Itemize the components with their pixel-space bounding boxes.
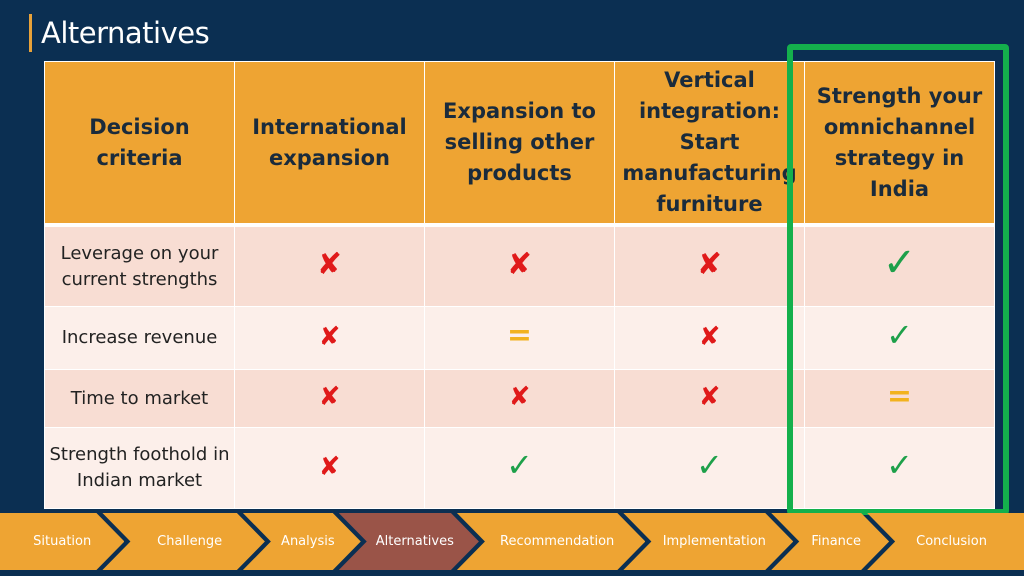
mark-cell: ✘	[234, 224, 425, 307]
header-omnichannel-strategy: Strength your omnichannel strategy in In…	[804, 61, 995, 227]
mark-cell: ✓	[804, 427, 995, 509]
cross-icon: ✘	[506, 246, 533, 282]
decision-matrix: Decision criteria International expansio…	[44, 61, 995, 509]
checkmark-icon: ✓	[506, 446, 533, 484]
table-row: Increase revenue ✘ = ✘ ✓	[44, 306, 995, 370]
header-international-expansion: International expansion	[234, 61, 425, 227]
header-vertical-integration: Vertical integration: Start manufacturin…	[614, 61, 805, 227]
mark-cell: =	[804, 369, 995, 428]
recommended-option-highlight	[787, 44, 1009, 515]
criterion-cell: Strength foothold in Indian market	[44, 427, 235, 509]
nav-item-challenge[interactable]: Challenge	[102, 513, 264, 570]
table-row: Strength foothold in Indian market ✘ ✓ ✓…	[44, 427, 995, 509]
cross-icon: ✘	[698, 321, 721, 352]
cross-icon: ✘	[508, 382, 531, 412]
cross-icon: ✘	[318, 451, 341, 482]
mark-cell: ✘	[614, 224, 805, 307]
checkmark-icon: ✓	[882, 239, 917, 286]
mark-cell: ✘	[234, 369, 425, 428]
cross-icon: ✘	[318, 382, 341, 412]
checkmark-icon: ✓	[886, 446, 913, 484]
nav-item-implementation[interactable]: Implementation	[623, 513, 793, 570]
cross-icon: ✘	[318, 321, 341, 352]
header-decision-criteria: Decision criteria	[44, 61, 235, 227]
checkmark-icon: ✓	[886, 316, 913, 354]
cross-icon: ✘	[316, 246, 343, 282]
section-nav: Situation Challenge Analysis Alternative…	[0, 513, 1024, 570]
mark-cell: ✓	[804, 306, 995, 370]
mark-cell: ✓	[424, 427, 615, 509]
mark-cell: ✓	[804, 224, 995, 307]
mark-cell: ✘	[424, 224, 615, 307]
checkmark-icon: ✓	[696, 446, 723, 484]
mark-cell: ✘	[424, 369, 615, 428]
table-row: Time to market ✘ ✘ ✘ =	[44, 369, 995, 428]
equal-icon: =	[506, 318, 533, 353]
mark-cell: ✘	[234, 306, 425, 370]
nav-item-recommendation[interactable]: Recommendation	[457, 513, 645, 570]
header-selling-other-products: Expansion to selling other products	[424, 61, 615, 227]
mark-cell: =	[424, 306, 615, 370]
mark-cell: ✓	[614, 427, 805, 509]
criterion-cell: Increase revenue	[44, 306, 235, 370]
mark-cell: ✘	[234, 427, 425, 509]
cross-icon: ✘	[696, 246, 723, 282]
nav-item-situation[interactable]: Situation	[0, 513, 124, 570]
mark-cell: ✘	[614, 306, 805, 370]
table-row: Leverage on your current strengths ✘ ✘ ✘…	[44, 224, 995, 307]
cross-icon: ✘	[698, 382, 721, 412]
mark-cell: ✘	[614, 369, 805, 428]
equal-icon: =	[886, 378, 913, 414]
title-accent-bar: Alternatives	[29, 14, 210, 52]
header-row: Decision criteria International expansio…	[44, 61, 995, 227]
page-title: Alternatives	[41, 16, 210, 50]
nav-item-conclusion[interactable]: Conclusion	[867, 513, 1024, 570]
criterion-cell: Leverage on your current strengths	[44, 224, 235, 307]
criterion-cell: Time to market	[44, 369, 235, 428]
